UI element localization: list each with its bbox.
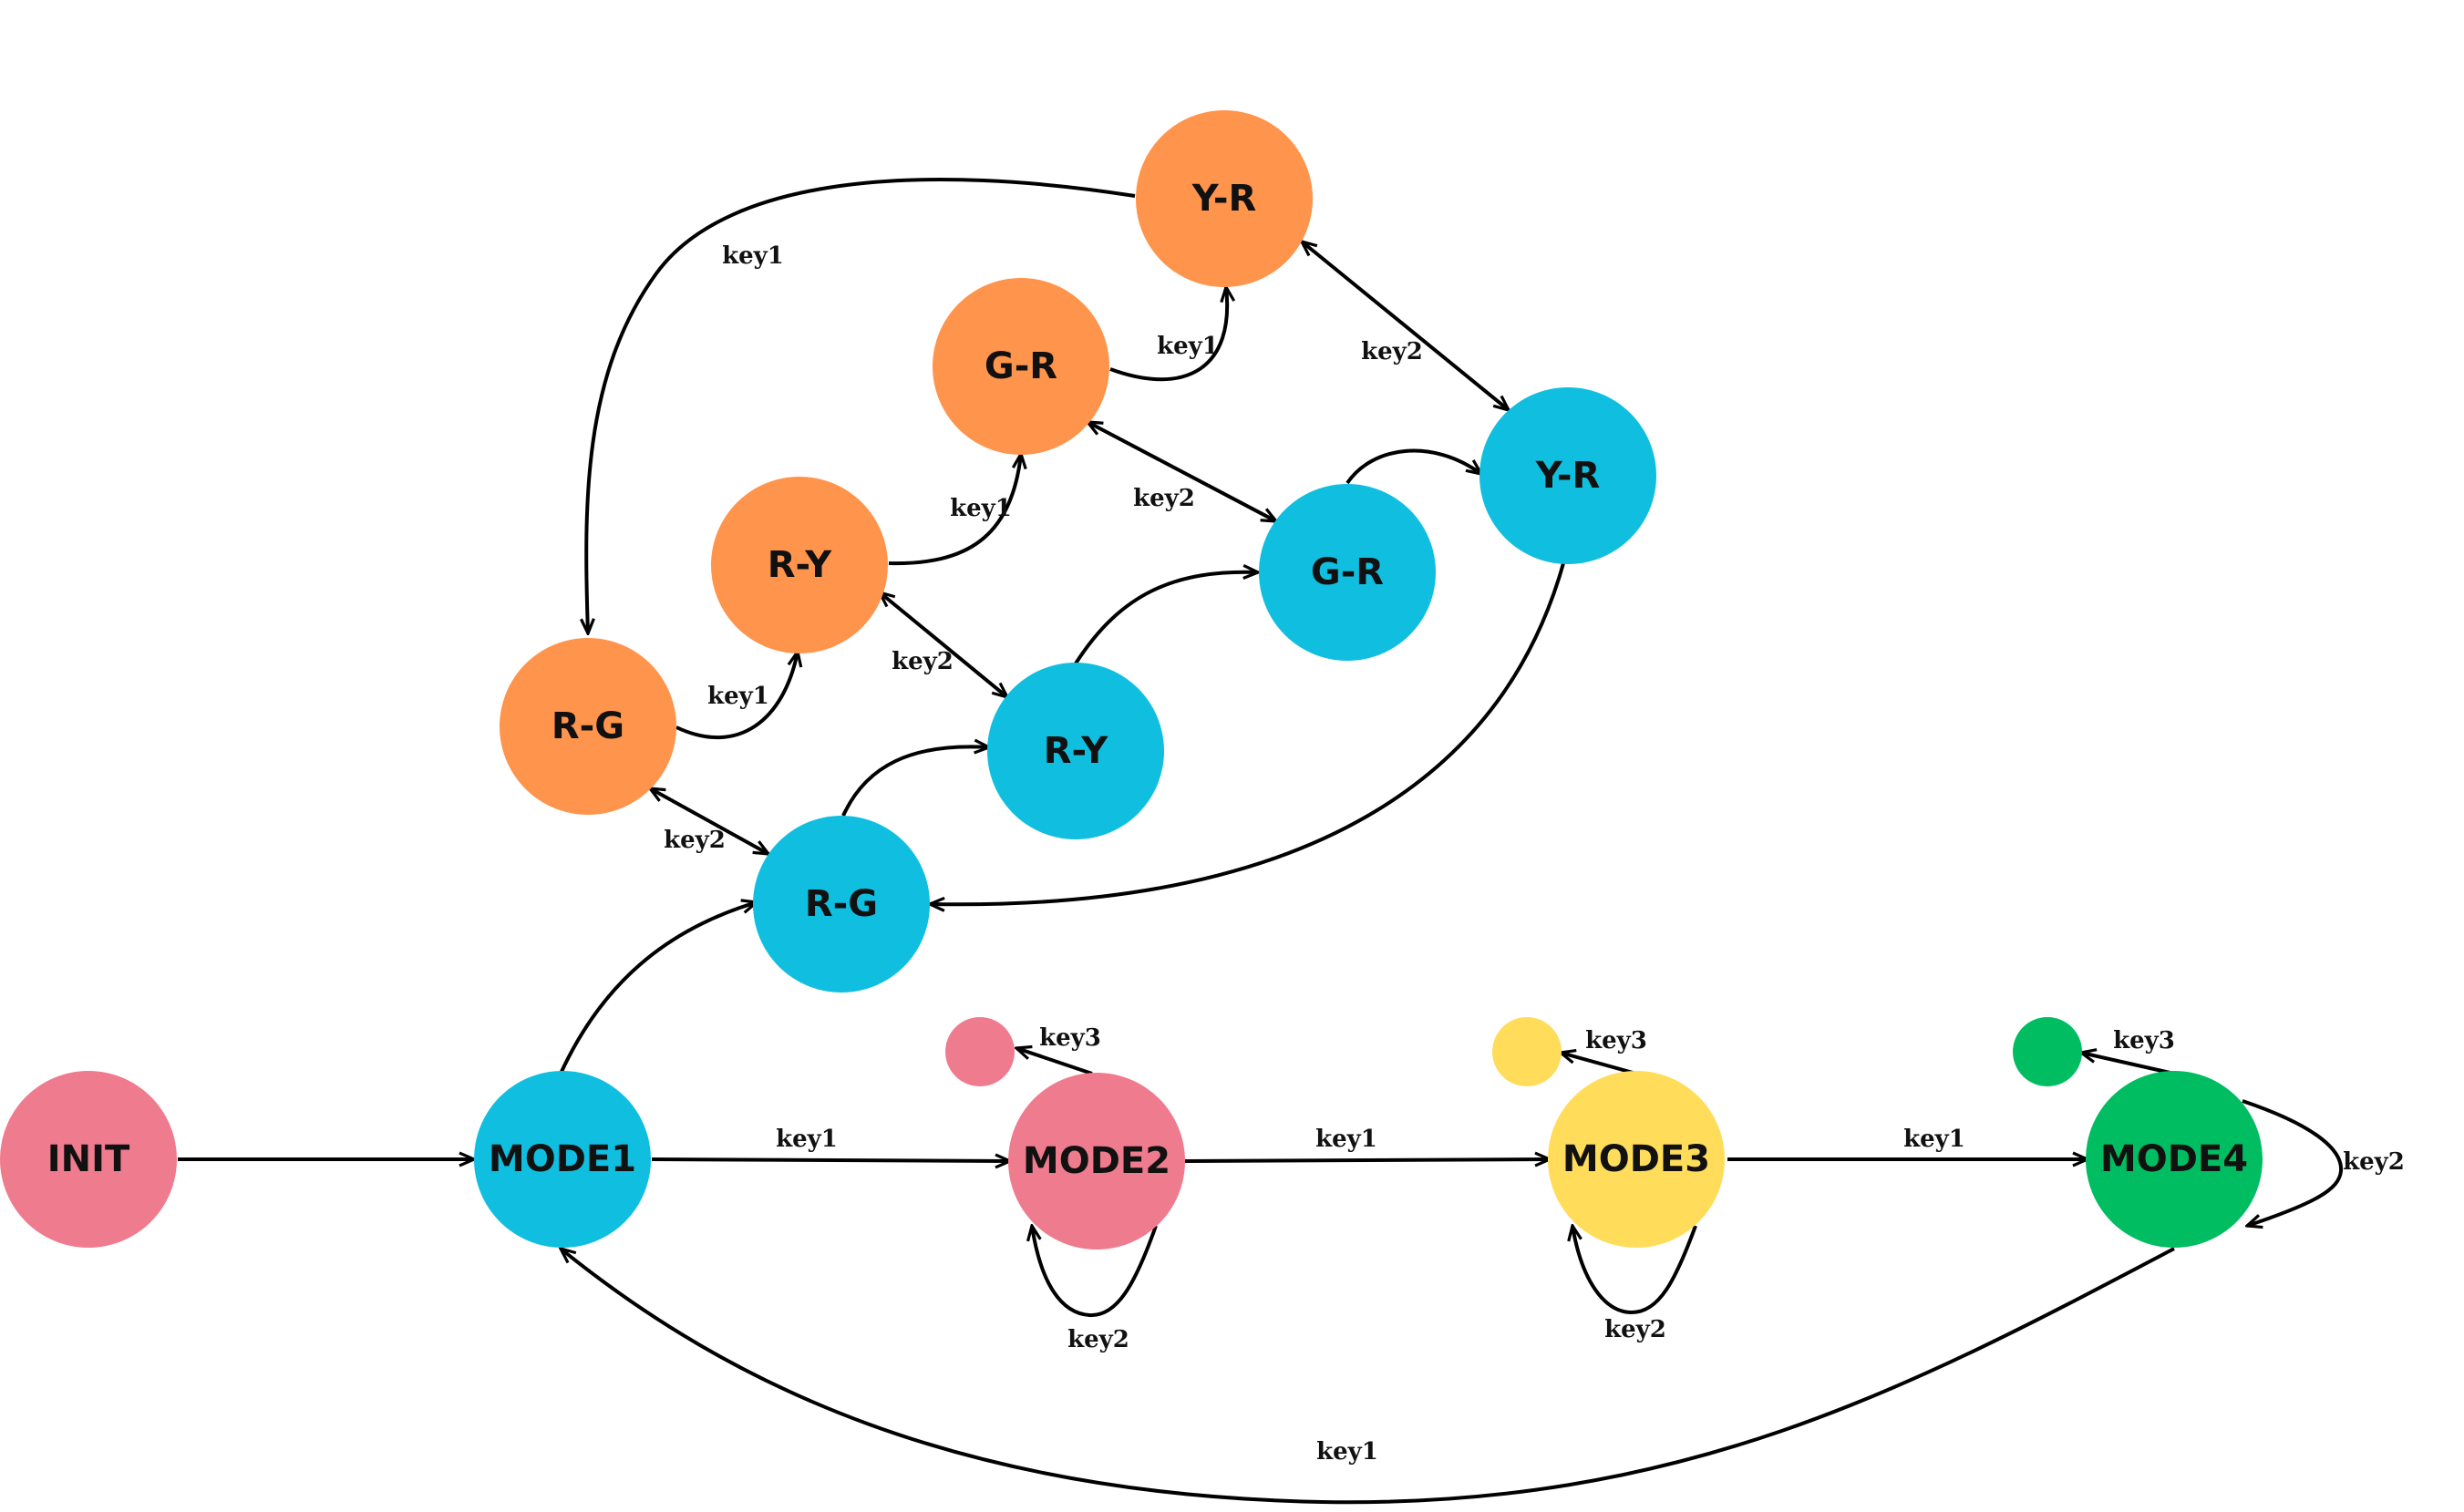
edge-cyan-ry-cyan-gr bbox=[1074, 572, 1258, 665]
node-orange-ry-label: R-Y bbox=[768, 544, 833, 586]
label-orange-gr-orange-yr: key1 bbox=[1157, 333, 1219, 360]
node-init-label: INIT bbox=[47, 1138, 130, 1180]
edge-mode4-aux bbox=[2081, 1053, 2175, 1075]
node-cyan-yr-label: Y-R bbox=[1535, 455, 1601, 497]
node-cyan-ry[interactable]: R-Y bbox=[987, 663, 1164, 839]
node-orange-yr-label: Y-R bbox=[1191, 178, 1257, 220]
node-mode4-aux[interactable] bbox=[2013, 1017, 2082, 1086]
node-orange-gr[interactable]: G-R bbox=[933, 278, 1109, 455]
node-init[interactable]: INIT bbox=[0, 1071, 177, 1248]
edge-mode3-aux bbox=[1561, 1053, 1637, 1075]
label-mode2-aux: key3 bbox=[1039, 1024, 1101, 1052]
edge-mode2-self bbox=[1032, 1226, 1158, 1318]
label-mode1-mode2: key1 bbox=[776, 1126, 838, 1153]
label-mode2-mode3: key1 bbox=[1315, 1126, 1377, 1153]
edge-pair-yr bbox=[1302, 242, 1509, 410]
label-pair-ry: key2 bbox=[892, 648, 954, 675]
node-cyan-gr-label: G-R bbox=[1311, 551, 1384, 593]
node-mode2-aux[interactable] bbox=[945, 1017, 1015, 1086]
node-mode4-label: MODE4 bbox=[2100, 1138, 2248, 1180]
label-mode3-aux: key3 bbox=[1585, 1027, 1647, 1054]
node-cyan-gr[interactable]: G-R bbox=[1259, 484, 1436, 661]
label-mode4-mode1: key1 bbox=[1316, 1438, 1378, 1466]
edge-mode3-self bbox=[1572, 1226, 1697, 1315]
label-mode4-aux: key3 bbox=[2113, 1027, 2175, 1054]
label-pair-gr: key2 bbox=[1133, 485, 1195, 512]
node-mode3[interactable]: MODE3 bbox=[1548, 1071, 1725, 1248]
label-pair-rg: key2 bbox=[664, 827, 726, 854]
node-orange-ry[interactable]: R-Y bbox=[711, 477, 888, 653]
label-mode2-self: key2 bbox=[1067, 1326, 1129, 1353]
edge-cyan-gr-cyan-yr bbox=[1345, 448, 1481, 485]
edge-mode2-aux bbox=[1016, 1048, 1093, 1075]
edge-mode1-mode2 bbox=[651, 1159, 1010, 1161]
edge-mode2-mode3 bbox=[1184, 1159, 1550, 1161]
node-mode2[interactable]: MODE2 bbox=[1008, 1073, 1185, 1250]
edge-cyan-rg-cyan-ry bbox=[841, 746, 989, 817]
edge-mode4-self bbox=[2242, 1099, 2344, 1226]
edge-orange-yr-orange-rg bbox=[586, 178, 1136, 633]
node-cyan-rg[interactable]: R-G bbox=[753, 816, 930, 993]
edge-pair-gr bbox=[1088, 422, 1276, 521]
label-orange-rg-orange-ry: key1 bbox=[707, 683, 769, 710]
node-cyan-yr[interactable]: Y-R bbox=[1479, 387, 1656, 564]
edge-labels: key1 key1 key1 key1 key2 key2 key2 key3 … bbox=[664, 242, 2405, 1466]
edges bbox=[178, 178, 2344, 1505]
node-mode1[interactable]: MODE1 bbox=[474, 1071, 651, 1248]
node-mode3-aux[interactable] bbox=[1492, 1017, 1562, 1086]
label-mode3-mode4: key1 bbox=[1903, 1126, 1965, 1153]
edge-pair-ry bbox=[880, 592, 1007, 697]
node-mode3-label: MODE3 bbox=[1562, 1138, 1710, 1180]
node-mode4[interactable]: MODE4 bbox=[2086, 1071, 2263, 1248]
node-cyan-rg-label: R-G bbox=[805, 883, 878, 925]
nodes: INIT MODE1 MODE2 MODE3 MODE4 R-G R- bbox=[0, 110, 2263, 1250]
node-orange-yr[interactable]: Y-R bbox=[1136, 110, 1313, 287]
node-orange-gr-label: G-R bbox=[985, 345, 1057, 387]
edge-orange-gr-orange-yr bbox=[1109, 287, 1227, 382]
node-orange-rg[interactable]: R-G bbox=[500, 638, 676, 815]
node-mode1-label: MODE1 bbox=[489, 1138, 636, 1180]
node-mode2-label: MODE2 bbox=[1023, 1140, 1170, 1182]
edge-cyan-yr-cyan-rg bbox=[930, 562, 1565, 904]
node-orange-rg-label: R-G bbox=[552, 705, 624, 747]
label-pair-yr: key2 bbox=[1361, 338, 1423, 365]
label-mode4-self: key2 bbox=[2343, 1148, 2405, 1176]
edge-mode1-cyan-rg bbox=[559, 902, 757, 1075]
label-orange-ry-orange-gr: key1 bbox=[950, 495, 1012, 522]
label-orange-yr-orange-rg: key1 bbox=[722, 242, 784, 270]
edge-orange-rg-orange-ry bbox=[675, 652, 798, 739]
edge-mode4-mode1 bbox=[561, 1249, 2175, 1505]
node-cyan-ry-label: R-Y bbox=[1044, 730, 1109, 772]
edge-pair-rg bbox=[650, 788, 768, 854]
edge-orange-ry-orange-gr bbox=[888, 454, 1021, 566]
label-mode3-self: key2 bbox=[1604, 1316, 1666, 1343]
